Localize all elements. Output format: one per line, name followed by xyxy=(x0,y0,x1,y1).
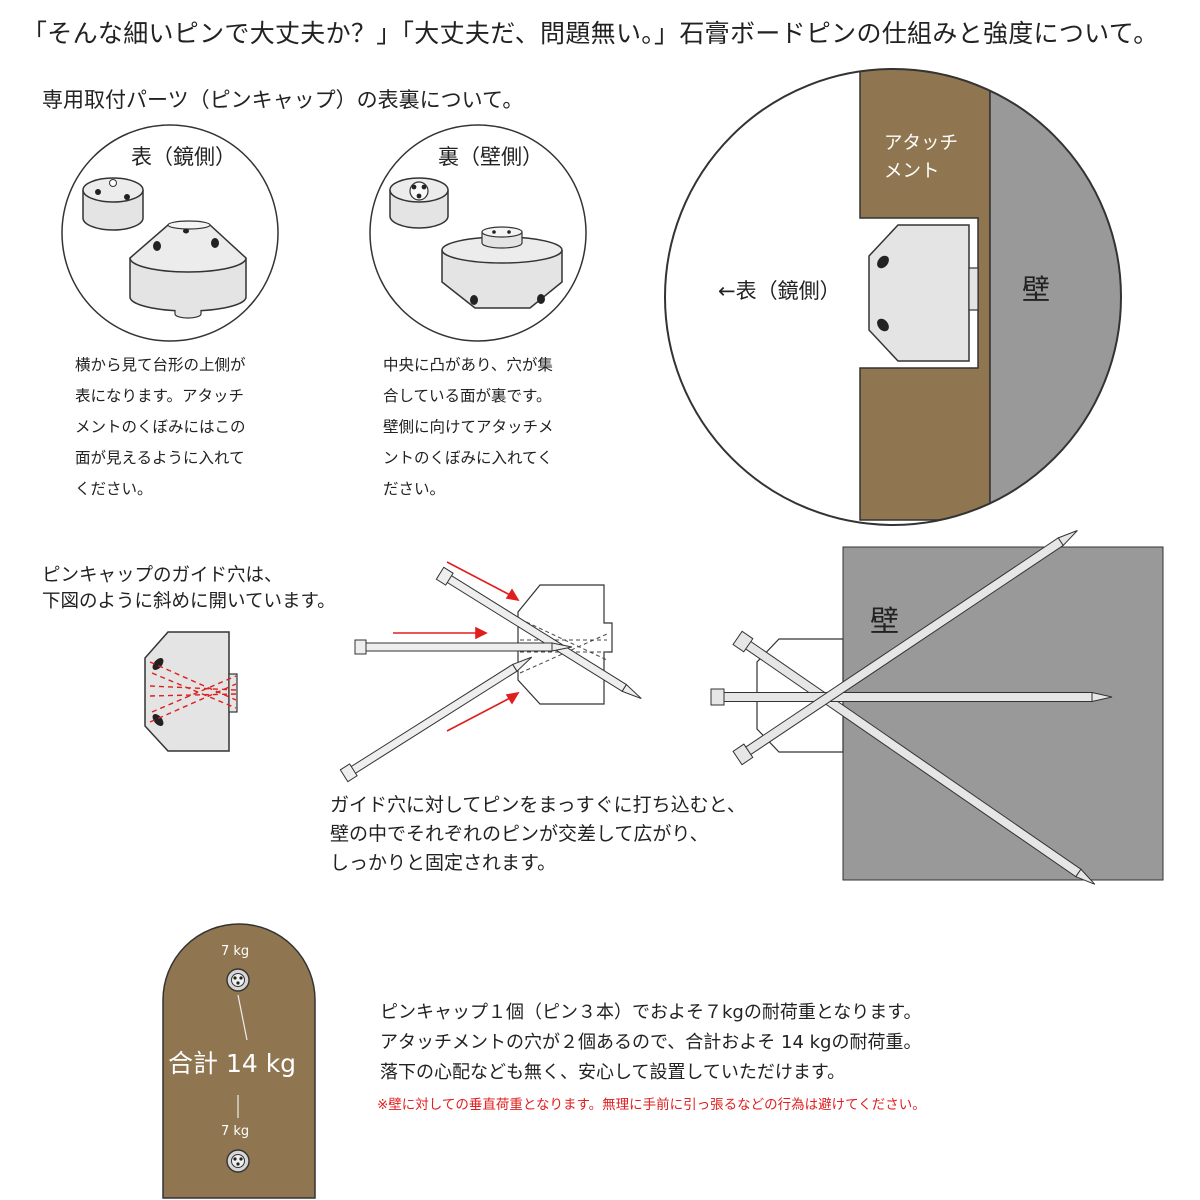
load-note: ※壁に対しての垂直荷重となります。無理に手前に引っ張るなどの行為は避けてください… xyxy=(377,1097,926,1113)
wall-label: 壁 xyxy=(870,604,900,638)
page-title: 「そんな細いピンで大丈夫か？」「大丈夫だ、問題無い。」石膏ボードピンの仕組みと強… xyxy=(22,19,1159,48)
front-side-description: 横から見て台形の上側が 表になります。アタッチ メントのくぼみにはこの 面が見え… xyxy=(75,356,246,498)
guide-hole-illustration xyxy=(144,631,238,752)
front-side-illustration xyxy=(61,124,279,342)
load-explanation: ピンキャップ１個（ピン３本）でおよそ７kgの耐荷重となります。 アタッチメントの… xyxy=(380,1002,922,1083)
total-load-value: 合計 14 kg xyxy=(168,1049,297,1078)
pins-in-wall-illustration xyxy=(710,530,1164,885)
back-side-description: 中央に凸があり、穴が集 合している面が裏です。 壁側に向けてアタッチメ ントのく… xyxy=(383,356,554,498)
top-load-value: 7 kg xyxy=(221,944,250,959)
cap-section-heading: 専用取付パーツ（ピンキャップ）の表裏について。 xyxy=(42,88,524,112)
front-side-label: 表（鏡側） xyxy=(131,145,236,169)
pin-insertion-illustration xyxy=(339,561,642,783)
attachment-label: アタッチ メント xyxy=(884,133,959,182)
attachment-board-illustration xyxy=(162,923,316,1199)
back-side-label: 裏（壁側） xyxy=(438,145,543,169)
front-arrow-label: ←表（鏡側） xyxy=(718,279,841,303)
guide-hole-caption: ピンキャップのガイド穴は、 下図のように斜めに開いています。 xyxy=(42,565,336,612)
pin-crossing-explanation: ガイド穴に対してピンをまっすぐに打ち込むと、 壁の中でそれぞれのピンが交差して広… xyxy=(330,794,746,874)
back-side-illustration xyxy=(369,124,587,342)
bottom-load-value: 7 kg xyxy=(221,1124,250,1139)
detail-wall-label: 壁 xyxy=(1022,273,1051,306)
